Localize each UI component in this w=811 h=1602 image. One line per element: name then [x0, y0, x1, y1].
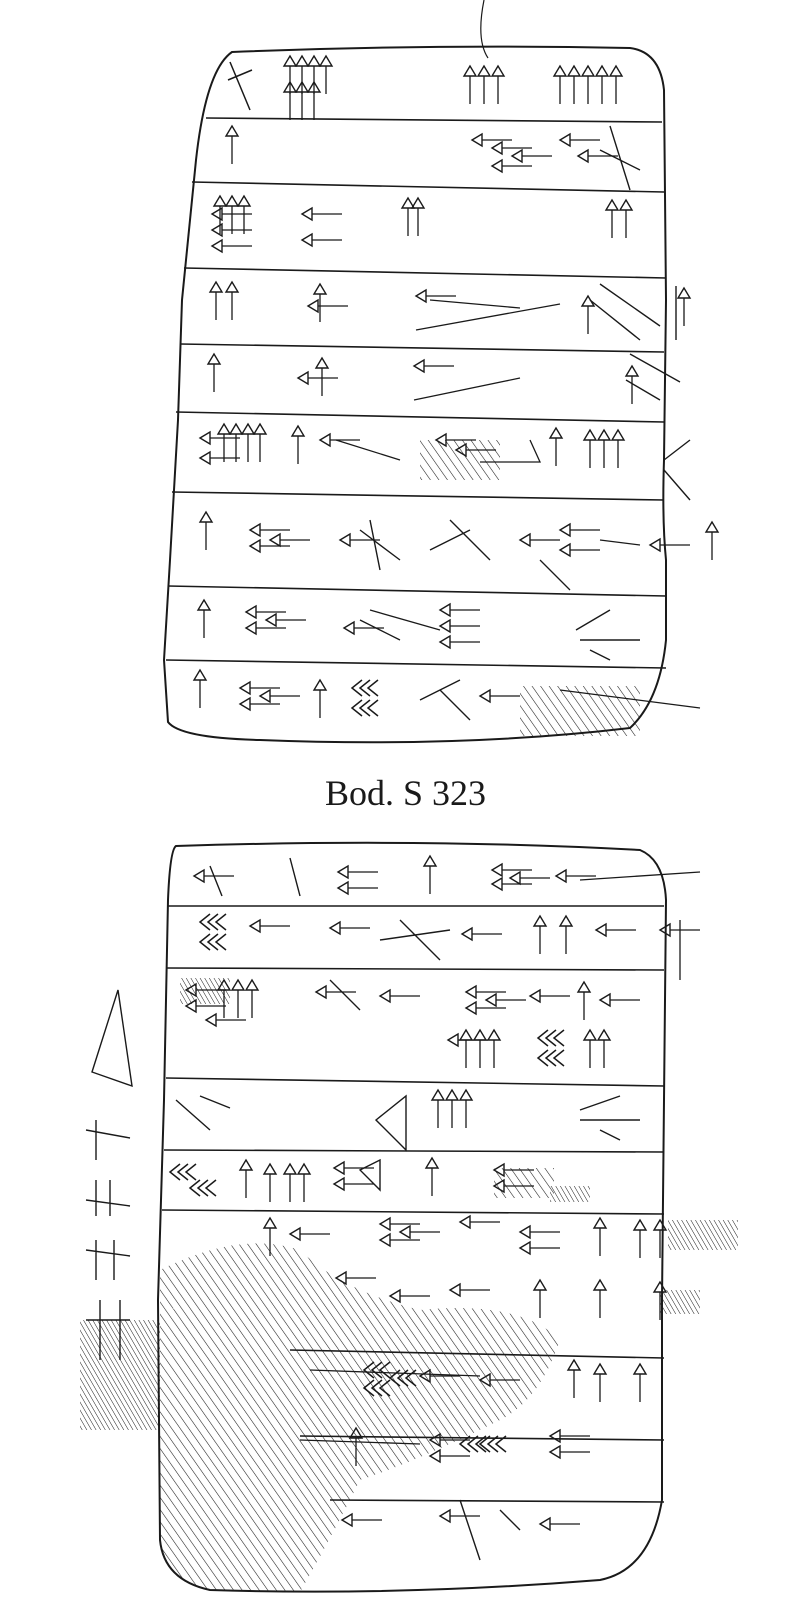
rev-line-7-signs [263, 1215, 738, 1321]
tablet-obverse [162, 0, 719, 744]
rev-line-10-signs [341, 1499, 581, 1561]
rev-line-1-signs [193, 855, 701, 897]
line-2-signs [225, 125, 641, 191]
ruled-lines-reverse [161, 905, 665, 1503]
rev-line-6-signs [169, 1157, 590, 1203]
ruled-lines [165, 117, 667, 669]
line-7-signs [199, 511, 719, 591]
tablet-reverse [156, 841, 738, 1593]
rev-line-9-signs [299, 1427, 591, 1467]
rev-line-2-signs [199, 913, 701, 980]
line-4-signs [209, 281, 691, 341]
left-edge-signs [80, 989, 160, 1430]
line-6-signs [199, 423, 691, 501]
line-3-signs [211, 195, 633, 253]
tablet-caption: Bod. S 323 [324, 773, 487, 813]
damaged-area-hatching [160, 1243, 560, 1592]
line-5-signs [207, 353, 681, 405]
tablet-obverse-outline [162, 45, 668, 744]
line-8-signs [197, 599, 640, 661]
rev-line-8-signs [309, 1359, 647, 1403]
line-9-signs [193, 669, 701, 736]
line-1-signs [227, 0, 623, 121]
rev-line-3-signs [180, 978, 641, 1069]
rev-line-5-signs [175, 1089, 640, 1152]
